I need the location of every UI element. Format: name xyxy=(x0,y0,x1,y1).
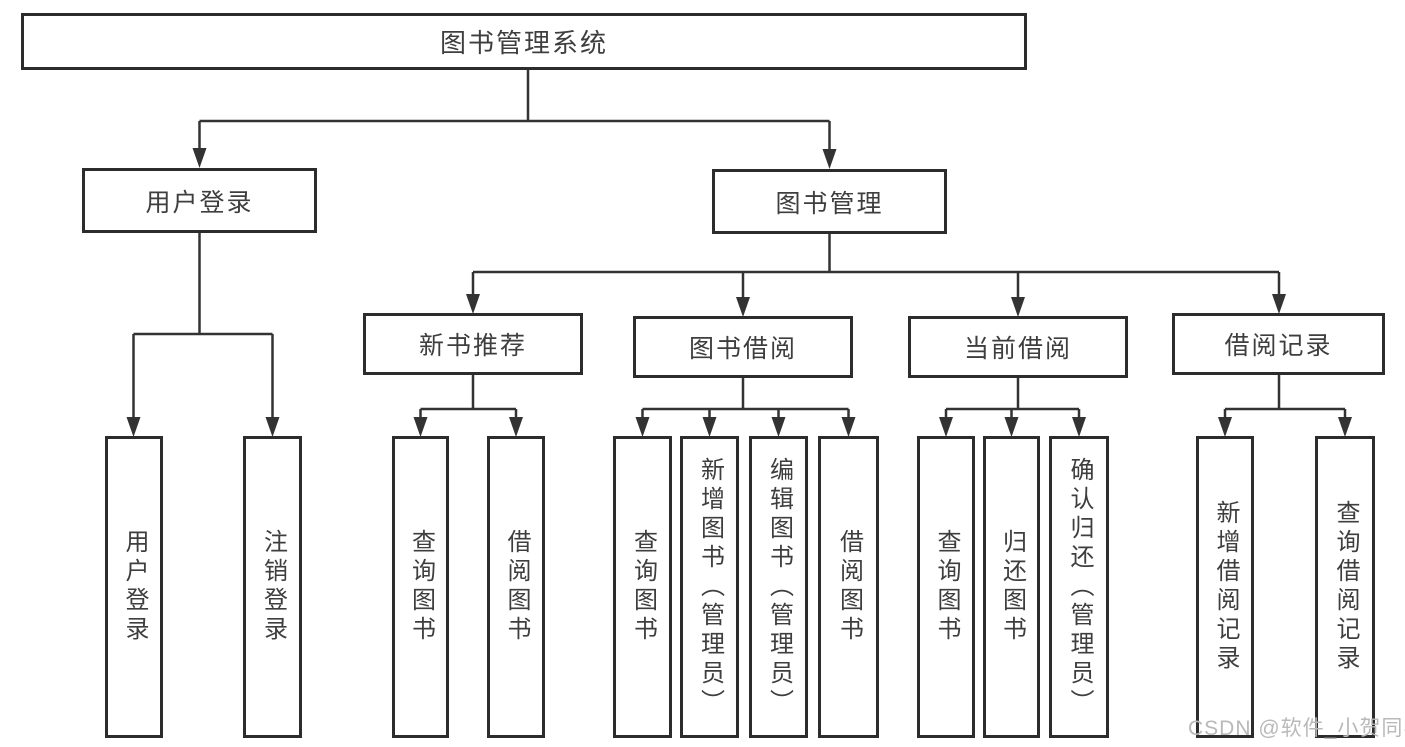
node-book-management-label: 图书管理 xyxy=(775,189,884,218)
leaf-logout: 注销登录 xyxy=(243,436,302,738)
leaf-return-books-label: 归还图书 xyxy=(998,529,1026,645)
leaf-query-books-borrowing-label: 查询图书 xyxy=(629,529,657,645)
leaf-query-books-current-label: 查询图书 xyxy=(933,529,960,645)
leaf-edit-books-admin-label: 编辑图书（管理员） xyxy=(765,456,793,718)
node-borrowing-records: 借阅记录 xyxy=(1172,313,1385,375)
leaf-borrow-books-recommend: 借阅图书 xyxy=(487,436,545,738)
node-current-borrowing-label: 当前借阅 xyxy=(963,335,1072,363)
node-book-management: 图书管理 xyxy=(712,169,947,234)
leaf-add-books-admin: 新增图书（管理员） xyxy=(680,436,739,738)
node-library-management-system: 图书管理系统 xyxy=(21,13,1027,70)
leaf-add-borrow-record-label: 新增借阅记录 xyxy=(1212,500,1239,674)
leaf-query-books-recommend: 查询图书 xyxy=(392,436,449,738)
node-current-borrowing: 当前借阅 xyxy=(908,316,1128,378)
leaf-borrow-books-borrowing: 借阅图书 xyxy=(818,436,879,738)
leaf-confirm-return-admin-label: 确认归还（管理员） xyxy=(1066,456,1093,718)
node-book-borrowing: 图书借阅 xyxy=(633,316,853,378)
node-borrowing-records-label: 借阅记录 xyxy=(1224,332,1333,360)
leaf-borrow-books-recommend-label: 借阅图书 xyxy=(503,529,530,645)
csdn-watermark: CSDN @软件_小贺同学 xyxy=(1188,717,1405,740)
leaf-query-books-current: 查询图书 xyxy=(917,436,975,738)
leaf-edit-books-admin: 编辑图书（管理员） xyxy=(749,436,808,738)
node-new-book-recommendation: 新书推荐 xyxy=(363,313,583,375)
arrowheads xyxy=(126,148,1352,437)
leaf-confirm-return-admin: 确认归还（管理员） xyxy=(1049,436,1109,738)
node-user-login: 用户登录 xyxy=(82,168,317,233)
leaf-user-login: 用户登录 xyxy=(105,436,163,738)
node-library-management-system-label: 图书管理系统 xyxy=(439,28,608,58)
leaf-query-borrow-record: 查询借阅记录 xyxy=(1315,436,1375,738)
node-new-book-recommendation-label: 新书推荐 xyxy=(418,332,527,360)
leaf-query-books-recommend-label: 查询图书 xyxy=(407,529,435,645)
leaf-user-login-label: 用户登录 xyxy=(121,529,148,645)
leaf-borrow-books-borrowing-label: 借阅图书 xyxy=(835,529,863,645)
leaf-query-borrow-record-label: 查询借阅记录 xyxy=(1332,500,1359,674)
node-book-borrowing-label: 图书借阅 xyxy=(688,335,797,363)
leaf-add-books-admin-label: 新增图书（管理员） xyxy=(696,456,724,718)
leaf-query-books-borrowing: 查询图书 xyxy=(613,436,672,738)
node-user-login-label: 用户登录 xyxy=(145,188,254,217)
leaf-logout-label: 注销登录 xyxy=(259,529,287,645)
leaf-return-books: 归还图书 xyxy=(983,436,1040,738)
leaf-add-borrow-record: 新增借阅记录 xyxy=(1196,436,1254,738)
